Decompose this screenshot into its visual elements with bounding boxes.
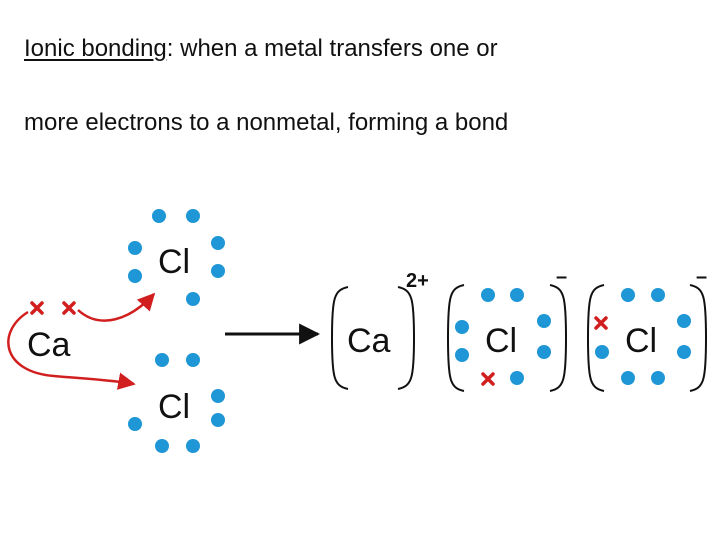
definition-line-1: Ionic bonding: when a metal transfers on…: [24, 37, 498, 61]
reactant-cl-label-top: Cl: [158, 243, 190, 281]
reactant-cl-label-bottom: Cl: [158, 388, 190, 426]
transfer-arrow-upper: [77, 292, 156, 322]
cl-bottom-valence-electrons: [128, 353, 225, 453]
cl1-bracket-right: [549, 284, 568, 392]
product-cl-ion-2: Cl –: [586, 266, 708, 392]
definition-text-1: : when a metal transfers one or: [166, 35, 498, 62]
term-ionic-bonding: Ionic bonding: [24, 35, 167, 62]
product-ca-ion: Ca 2+: [330, 270, 429, 390]
cl2-charge-label: –: [696, 266, 707, 288]
reactant-ca-label: Ca: [27, 326, 71, 364]
ca-bracket-right: [397, 286, 416, 390]
ca-transferred-electrons: [30, 301, 76, 315]
ca-bracket-left: [330, 286, 349, 390]
product-cl-label-2: Cl: [625, 322, 657, 360]
reactant-cl-atom-top: Cl: [128, 209, 225, 306]
reactant-ca-atom: Ca: [27, 301, 76, 364]
ca-charge-label: 2+: [406, 270, 429, 292]
product-cl-label-1: Cl: [485, 322, 517, 360]
transfer-arrow-lower: [7, 310, 136, 390]
definition-line-2: more electrons to a nonmetal, forming a …: [24, 109, 509, 136]
cl1-gained-electron: [481, 372, 495, 386]
cl-top-valence-electrons: [128, 209, 225, 306]
cl2-bracket-right: [689, 284, 708, 392]
cl1-charge-label: –: [556, 266, 567, 288]
cl1-valence-electrons: [455, 288, 551, 385]
cl2-bracket-left: [586, 284, 605, 392]
product-ca-label: Ca: [347, 322, 391, 360]
cl2-valence-electrons: [595, 288, 691, 385]
cl2-gained-electron: [594, 316, 608, 330]
product-cl-ion-1: Cl –: [446, 266, 568, 392]
cl1-bracket-left: [446, 284, 465, 392]
reactant-cl-atom-bottom: Cl: [128, 353, 225, 453]
